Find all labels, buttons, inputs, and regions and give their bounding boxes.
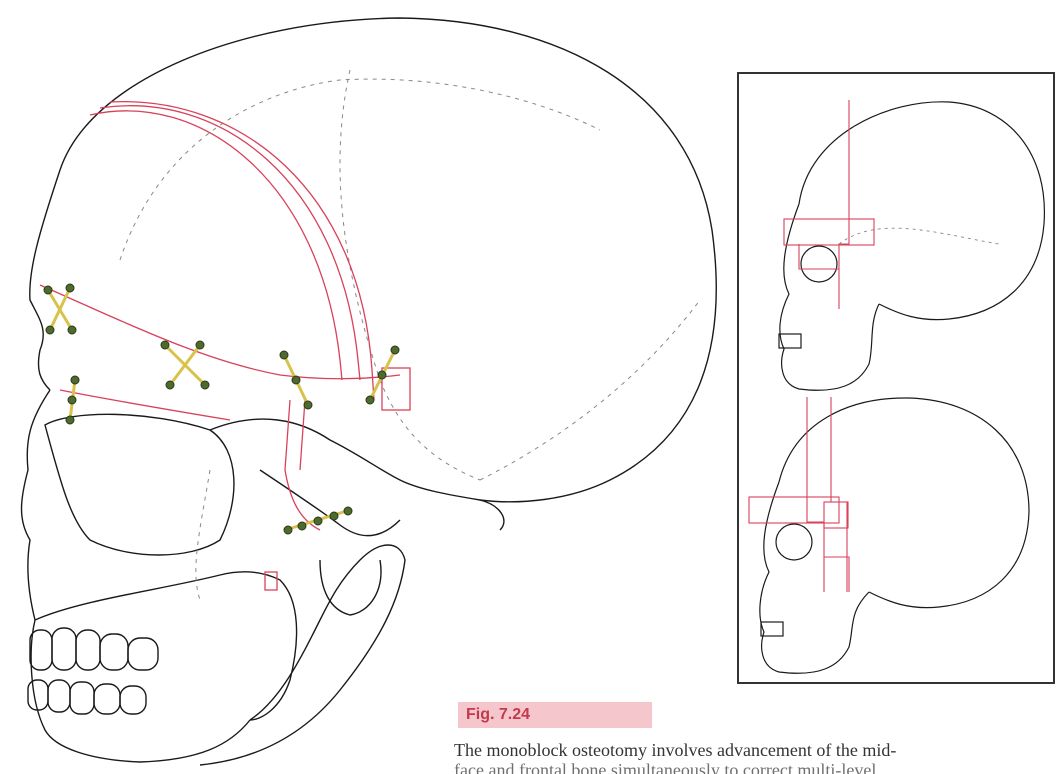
upper-teeth	[30, 628, 158, 670]
fixation-screws	[44, 284, 399, 534]
inset-skull-before	[739, 94, 1053, 394]
forehead-outline	[30, 170, 60, 390]
cranium-outline	[60, 18, 716, 502]
lower-teeth	[28, 680, 146, 714]
skull-illustration	[0, 0, 730, 774]
inset-skull-after	[739, 392, 1053, 682]
maxilla-outline	[35, 572, 297, 720]
zygomatic-arch	[210, 419, 504, 530]
figure-label: Fig. 7.24	[458, 702, 652, 728]
orbit-outline	[45, 414, 234, 555]
osteotomy-lines	[40, 102, 410, 590]
mandible-outline	[200, 545, 405, 765]
caption-line-1: The monoblock osteotomy involves advance…	[454, 740, 1058, 760]
figure-caption: The monoblock osteotomy involves advance…	[454, 740, 1058, 774]
inset-panel	[737, 72, 1055, 684]
caption-line-2: face and frontal bone simultaneously to …	[454, 760, 1058, 774]
fixation-plates	[48, 288, 395, 530]
